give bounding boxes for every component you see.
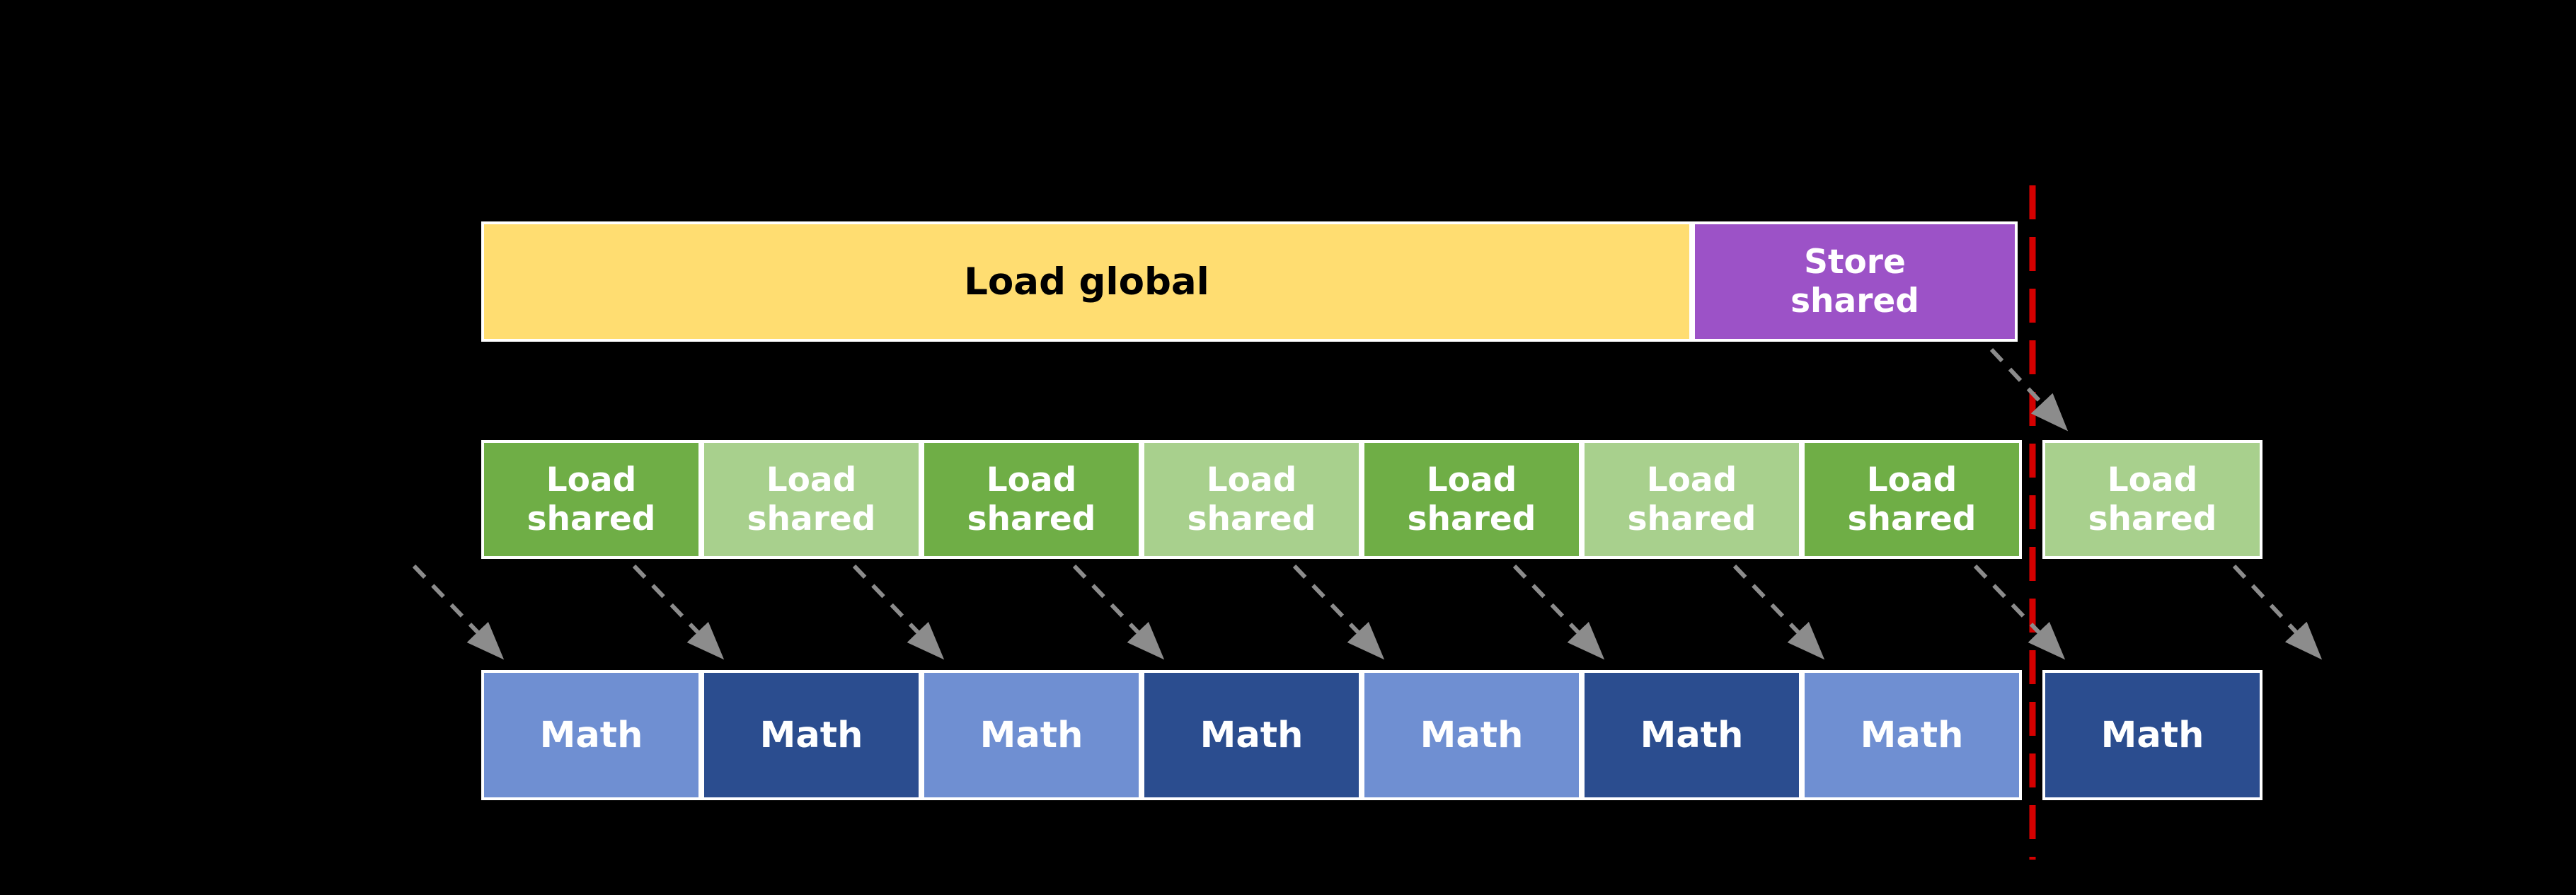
math-box-7: Math: [1802, 670, 2022, 800]
dependency-arrow-1: [412, 564, 505, 660]
load-shared-label: Load: [546, 460, 637, 500]
load-shared-label: Load: [1866, 460, 1957, 500]
dependency-arrow-3: [852, 564, 945, 660]
math-box-8: Math: [2042, 670, 2262, 800]
load-shared-label: Load: [766, 460, 857, 500]
dependency-arrow-2: [632, 564, 725, 660]
math-box-2: Math: [701, 670, 921, 800]
load-shared-label: shared: [527, 500, 656, 538]
math-label: Math: [1640, 714, 1744, 756]
math-label: Math: [1200, 714, 1304, 756]
dependency-arrow-5: [1292, 564, 1385, 660]
load-shared-label: shared: [1407, 500, 1536, 538]
load-shared-label: shared: [747, 500, 876, 538]
dependency-arrow-9: [2232, 564, 2323, 660]
math-box-5: Math: [1362, 670, 1582, 800]
math-label: Math: [759, 714, 863, 756]
dependency-arrow-6: [1512, 564, 1605, 660]
math-label: Math: [979, 714, 1083, 756]
math-box-6: Math: [1582, 670, 1802, 800]
dependency-arrow-4: [1072, 564, 1165, 660]
load-shared-label: shared: [1627, 500, 1756, 538]
load-shared-label: Load: [1426, 460, 1517, 500]
store-shared-label-line1: Store: [1804, 242, 1906, 282]
dependency-arrow-10: [1989, 347, 2069, 432]
load-shared-label: shared: [967, 500, 1096, 538]
math-label: Math: [2100, 714, 2204, 756]
math-label: Math: [539, 714, 643, 756]
dependency-arrow-8: [1973, 564, 2066, 660]
load-global-box: Load global: [481, 221, 1692, 342]
math-box-3: Math: [921, 670, 1142, 800]
load-shared-label: shared: [1187, 500, 1316, 538]
math-box-1: Math: [481, 670, 701, 800]
store-shared-label-line2: shared: [1790, 282, 1919, 321]
load-shared-label: shared: [2088, 500, 2217, 538]
math-box-4: Math: [1142, 670, 1362, 800]
load-shared-label: Load: [2107, 460, 2198, 500]
load-shared-label: Load: [986, 460, 1077, 500]
math-label: Math: [1420, 714, 1524, 756]
load-shared-label: Load: [1206, 460, 1297, 500]
load-shared-label: Load: [1646, 460, 1737, 500]
store-shared-box: Store shared: [1692, 221, 2018, 342]
math-label: Math: [1860, 714, 1964, 756]
load-global-label: Load global: [964, 260, 1209, 304]
load-shared-label: shared: [1847, 500, 1977, 538]
dependency-arrow-7: [1732, 564, 1825, 660]
